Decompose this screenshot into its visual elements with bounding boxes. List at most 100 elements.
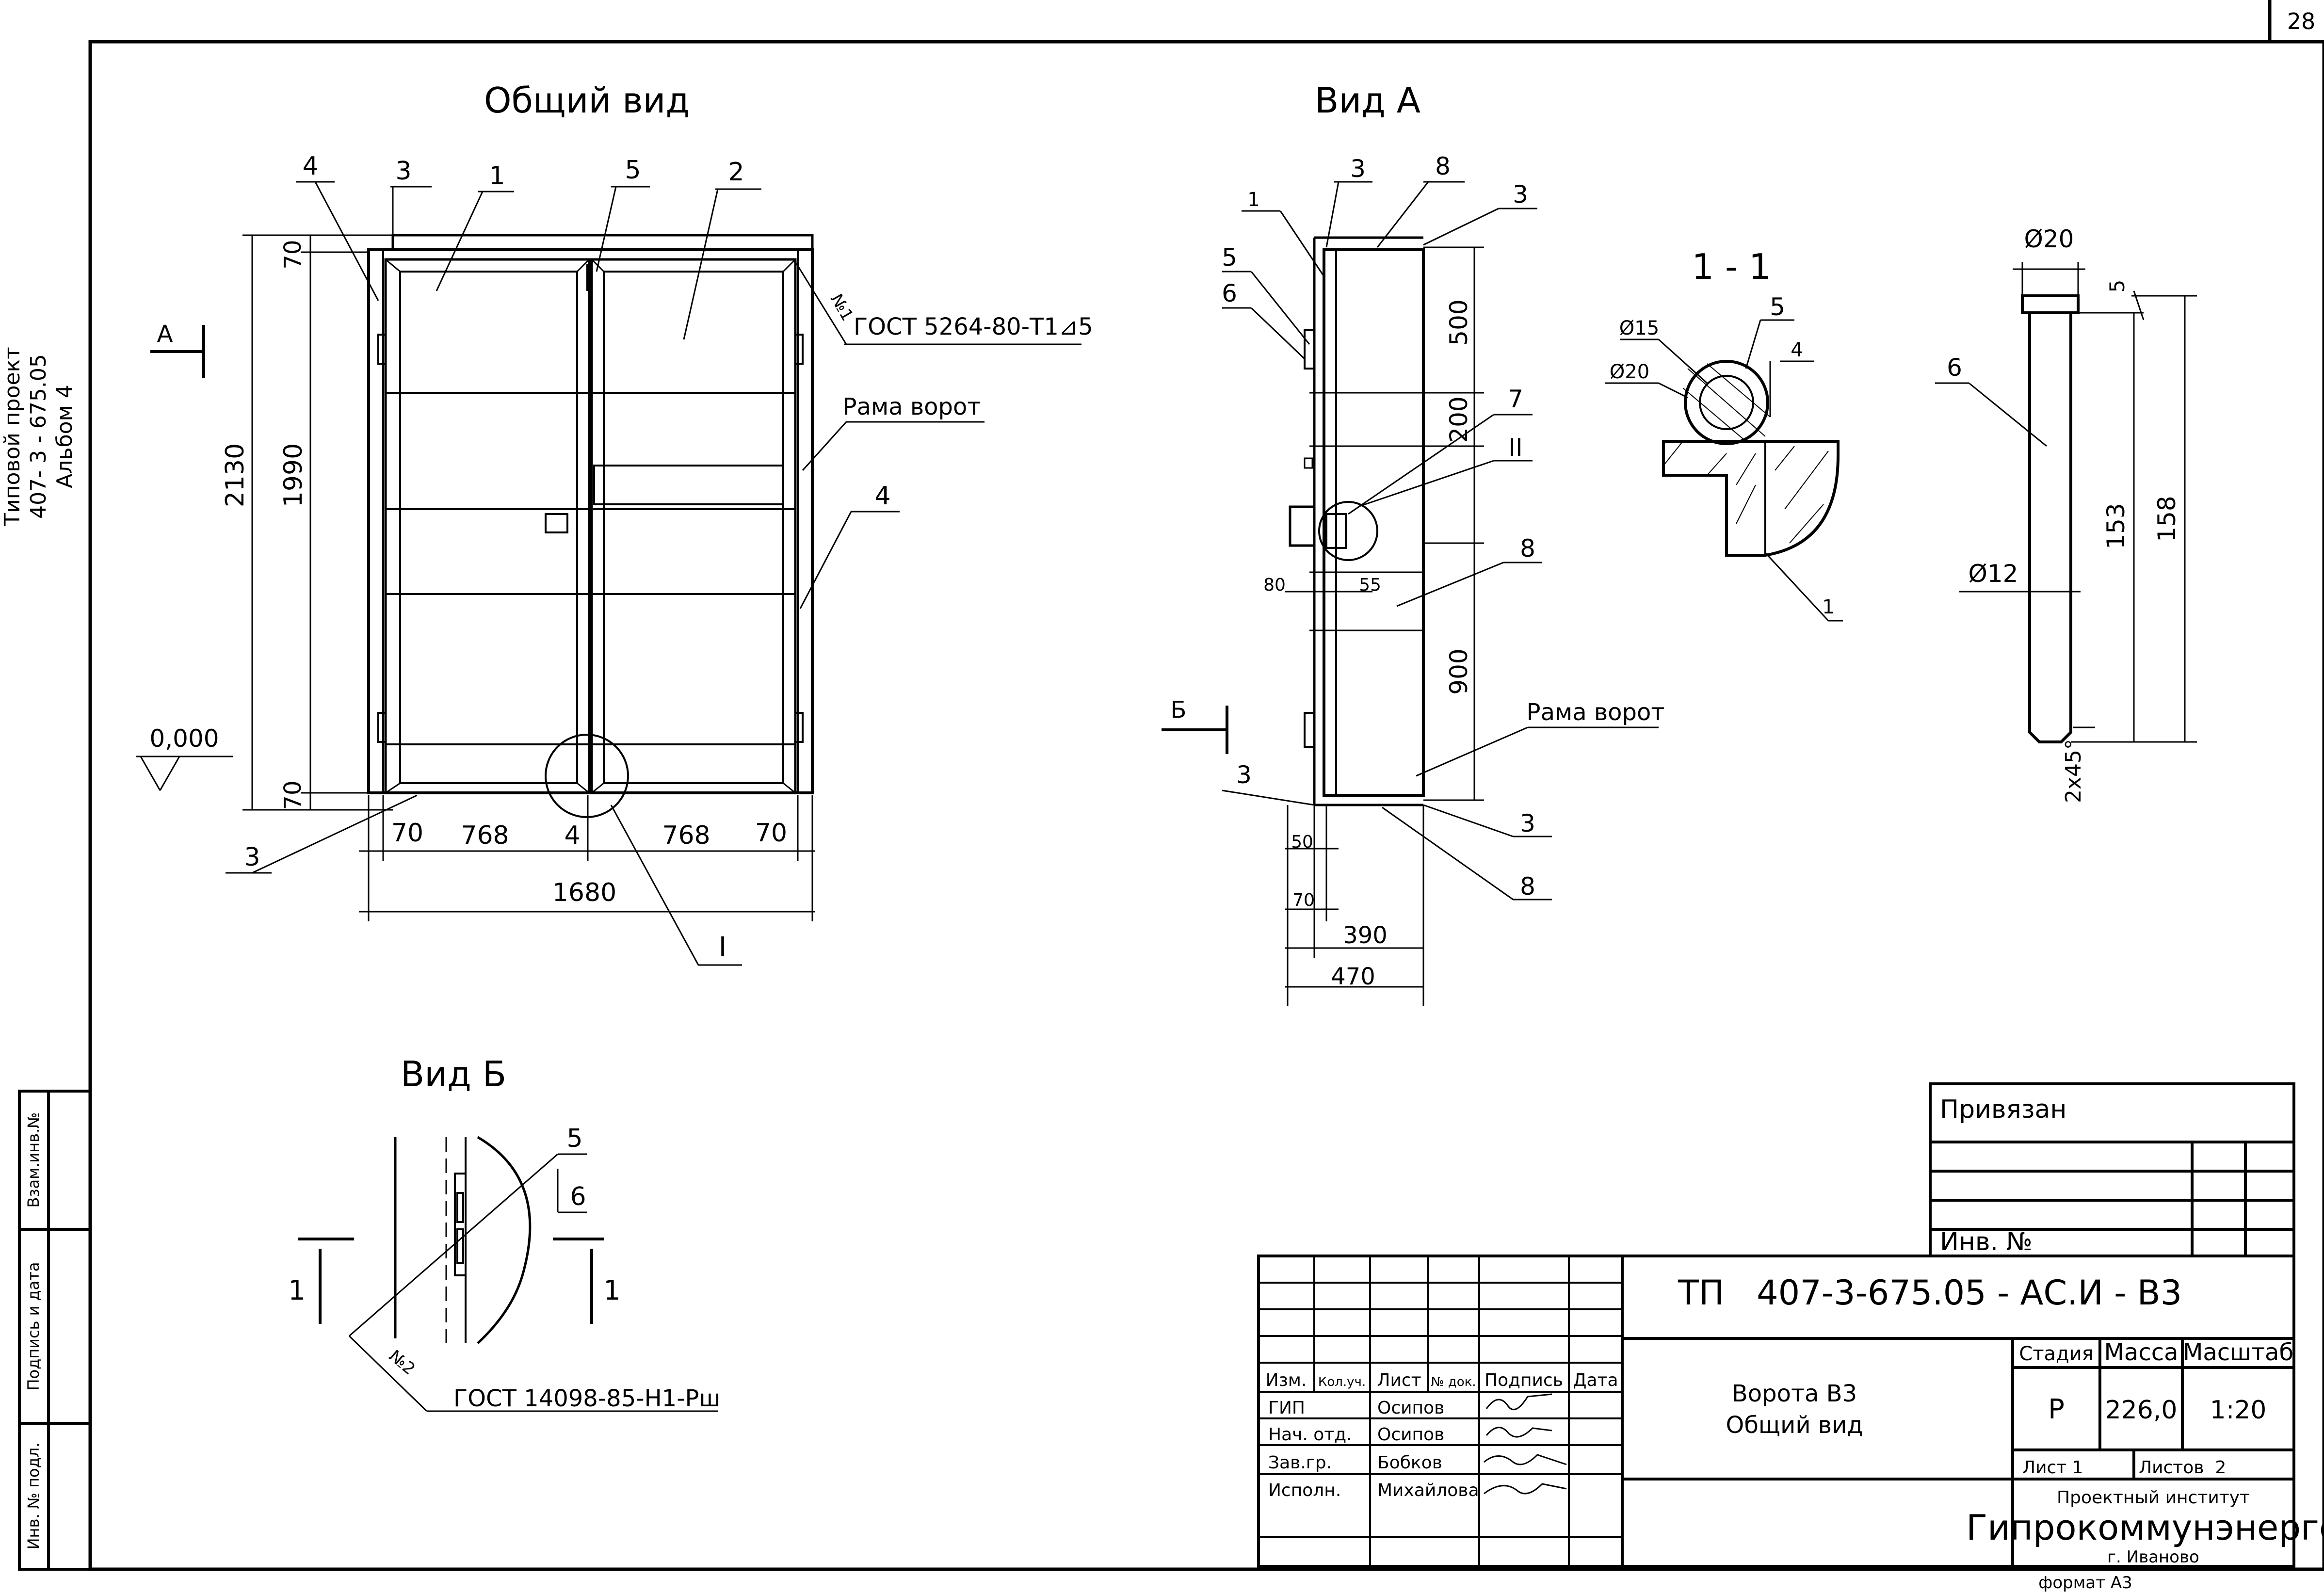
view-b-callout-6: 6 <box>570 1182 586 1211</box>
view-b-leaders <box>348 1153 718 1412</box>
role-zav-gr: Зав.гр. <box>1268 1453 1332 1473</box>
institute-label: Проектный институт <box>2057 1488 2250 1508</box>
frame-label-view-a: Рама ворот <box>1527 699 1665 726</box>
org-name: Гипрокоммунэнерго <box>1966 1507 2324 1548</box>
gost-weld-2: ГОСТ 14098-85-Н1-Рш <box>453 1385 720 1412</box>
role-nach-otd: Нач. отд. <box>1268 1425 1352 1445</box>
dim-1990: 1990 <box>279 443 308 507</box>
side-stamp: Типовой проект 407- 3 - 675.05 Альбом 4 … <box>0 347 92 1571</box>
view-a-dimensions <box>1285 246 1484 1006</box>
section-1-1-callout-1: 1 <box>1822 596 1834 618</box>
sheet-no: Лист 1 <box>2022 1458 2083 1478</box>
section-1-1-callout-4: 4 <box>1791 339 1803 361</box>
privyazan-label: Привязан <box>1940 1095 2066 1124</box>
scale-label: Масштаб <box>2183 1339 2293 1366</box>
section-1-1-geometry <box>1662 360 1840 557</box>
dim-390: 390 <box>1343 922 1388 949</box>
side-stamp-line3: Альбом 4 <box>52 385 77 488</box>
inv-no-label: Инв. № <box>1940 1227 2033 1256</box>
view-a-callout-5: 5 <box>1222 243 1237 272</box>
section-1-1-callout-5: 5 <box>1770 293 1785 321</box>
section-1-1-leaders <box>1605 319 1843 622</box>
gost-weld-1: ГОСТ 5264-80-Т1⊿5 <box>854 313 1093 340</box>
view-b-section-marks <box>298 1238 604 1324</box>
pin-detail: Ø20 5 153 158 Ø12 2х45° 6 <box>1935 225 2197 803</box>
level-mark: 0,000 <box>149 724 219 753</box>
pin-d158: 158 <box>2153 496 2181 542</box>
view-a-callout-1: 1 <box>1247 189 1259 211</box>
pin-dimensions <box>1935 262 2197 743</box>
pin-d20: Ø20 <box>2024 225 2074 253</box>
dim-55: 55 <box>1359 575 1381 595</box>
pin-geometry <box>2021 294 2080 743</box>
sheet-frame <box>88 0 2324 1571</box>
view-a-title: Вид А <box>1315 80 1420 121</box>
pin-d12: Ø12 <box>1969 560 2018 588</box>
callout-1: 1 <box>489 161 505 191</box>
view-a-callout-3-bl: 3 <box>1236 761 1252 789</box>
callout-2: 2 <box>728 158 744 187</box>
view-b-title: Вид Б <box>401 1054 506 1094</box>
mass-value: 226,0 <box>2105 1396 2178 1425</box>
header-no-dok: № док. <box>1431 1375 1476 1389</box>
view-a-callout-3-top: 3 <box>1350 155 1366 183</box>
view-a-callout-7: 7 <box>1508 385 1523 413</box>
title-block: Привязан Инв. № ТП 407-3-675.05 - АС.И -… <box>1257 1082 2324 1568</box>
drawing-name-line2: Общий вид <box>1726 1412 1863 1439</box>
view-general-title: Общий вид <box>484 80 690 121</box>
sheets-total: Листов 2 <box>2139 1458 2226 1478</box>
section-1-1-d15: Ø15 <box>1619 317 1659 339</box>
signatures <box>1484 1393 1567 1495</box>
header-podpis: Подпись <box>1485 1370 1563 1390</box>
pin-callout-6: 6 <box>1947 354 1962 382</box>
header-data: Дата <box>1573 1370 1618 1390</box>
callout-4-left: 4 <box>302 152 318 181</box>
section-1-1-d20: Ø20 <box>1610 361 1649 383</box>
callout-3-top: 3 <box>395 157 411 186</box>
stage-value: Р <box>2048 1394 2065 1425</box>
view-b: Вид Б 1 1 5 6 №2 ГОСТ 14098-85-Н1-Рш <box>288 1054 720 1412</box>
dim-w-70b: 70 <box>755 819 787 848</box>
title-block-grid <box>1259 1256 1622 1566</box>
dim-200: 200 <box>1445 396 1473 442</box>
scale-value: 1:20 <box>2210 1396 2267 1425</box>
view-a-leaders <box>1222 181 1659 901</box>
name-gip: Осипов <box>1377 1398 1444 1418</box>
section-arrow-a <box>150 325 205 378</box>
general-dimensions <box>136 234 815 921</box>
weld-no-2: №2 <box>385 1346 419 1379</box>
header-kol-uch: Кол.уч. <box>1318 1375 1366 1389</box>
section-arrow-b <box>1162 706 1228 754</box>
section-arrow-b-label: Б <box>1171 696 1187 724</box>
dim-w-768b: 768 <box>662 821 710 850</box>
sheet-format: формат А3 <box>2038 1573 2132 1593</box>
dim-w-70a: 70 <box>391 819 423 848</box>
dim-50: 50 <box>1291 832 1313 852</box>
view-a-callout-3-right: 3 <box>1513 180 1528 209</box>
mass-label: Масса <box>2104 1339 2178 1366</box>
section-arrow-a-label: А <box>157 321 173 348</box>
dim-w-4: 4 <box>564 821 580 850</box>
view-a-callout-8-bot: 8 <box>1520 872 1535 901</box>
name-nach-otd: Осипов <box>1377 1425 1444 1445</box>
view-a-profile <box>1289 236 1425 806</box>
name-ispoln: Михайлова <box>1377 1480 1479 1500</box>
side-stamp-line1: Типовой проект <box>0 347 25 527</box>
dim-80: 80 <box>1263 575 1286 595</box>
node-i: I <box>719 932 727 963</box>
view-b-mark-1-right: 1 <box>603 1275 621 1306</box>
page-number: 28 <box>2287 8 2316 34</box>
name-zav-gr: Бобков <box>1377 1453 1442 1473</box>
podpis-data-label: Подпись и дата <box>24 1262 43 1390</box>
stage-label: Стадия <box>2019 1343 2093 1365</box>
view-b-callout-5: 5 <box>566 1124 582 1153</box>
view-b-geometry <box>394 1136 532 1344</box>
role-gip: ГИП <box>1268 1398 1305 1418</box>
pin-d153: 153 <box>2102 503 2130 549</box>
callout-5: 5 <box>625 156 641 185</box>
view-b-mark-1-left: 1 <box>288 1275 306 1306</box>
view-a-callout-6: 6 <box>1222 279 1237 307</box>
gate-elevation <box>367 234 814 818</box>
header-list: Лист <box>1377 1370 1421 1390</box>
